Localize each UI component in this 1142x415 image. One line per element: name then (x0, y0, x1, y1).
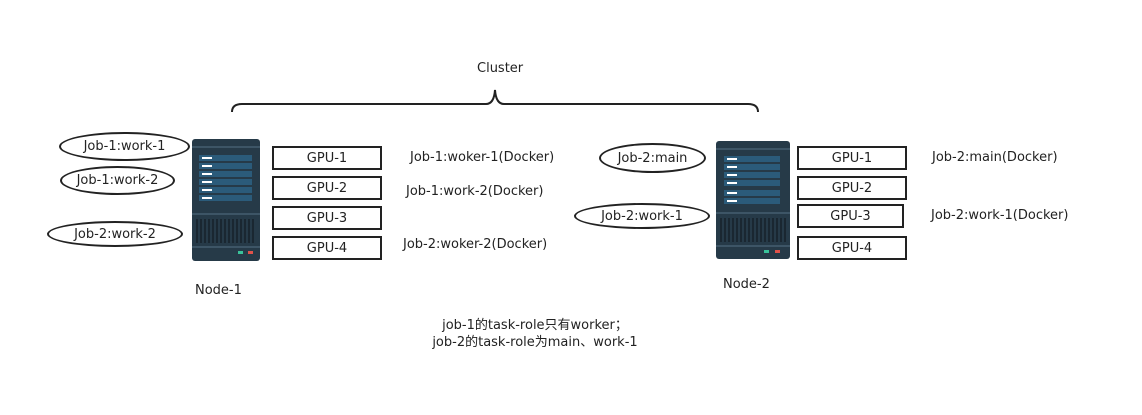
gpu-box-node2-1: GPU-1 (797, 146, 907, 170)
gpu-label: GPU-3 (830, 208, 871, 224)
task-label: Job-2:work-1 (601, 208, 683, 224)
node-label-node1: Node-1 (195, 283, 242, 298)
task-label: Job-1:work-2 (76, 173, 159, 188)
brace-path (231, 89, 759, 113)
assignment-label-node1-3: Job-2:woker-2(Docker) (403, 237, 548, 252)
gpu-label: GPU-2 (831, 180, 873, 196)
gpu-label: GPU-2 (306, 180, 348, 196)
task-label: Job-1:work-1 (83, 139, 166, 154)
task-label: Job-2:work-2 (74, 226, 156, 242)
task-ellipse-node2-2: Job-2:work-1 (574, 203, 710, 229)
assignment-label-node1-2: Job-1:work-2(Docker) (406, 184, 544, 199)
task-label: Job-2:main (617, 150, 688, 166)
node-label-node2: Node-2 (723, 277, 770, 292)
cluster-title: Cluster (477, 61, 524, 76)
gpu-box-node1-3: GPU-3 (272, 206, 382, 230)
gpu-box-node1-4: GPU-4 (272, 236, 382, 260)
gpu-label: GPU-4 (831, 240, 873, 256)
note-line-1: job-1的task-role只有worker； (442, 318, 628, 333)
assignment-label-node2-1: Job-2:main(Docker) (932, 150, 1058, 165)
task-ellipse-node2-1: Job-2:main (599, 143, 706, 173)
gpu-label: GPU-1 (831, 150, 873, 166)
gpu-label: GPU-4 (306, 240, 348, 256)
gpu-box-node1-1: GPU-1 (272, 146, 382, 170)
task-ellipse-node1-3: Job-2:work-2 (47, 221, 183, 247)
assignment-label-node2-2: Job-2:work-1(Docker) (931, 208, 1069, 223)
note-line-2: job-2的task-role为main、work-1 (432, 335, 638, 350)
gpu-box-node2-4: GPU-4 (797, 236, 907, 260)
assignment-label-node1-1: Job-1:woker-1(Docker) (410, 150, 555, 165)
task-ellipse-node1-1: Job-1:work-1 (59, 132, 190, 161)
gpu-label: GPU-1 (306, 150, 348, 166)
task-ellipse-node1-2: Job-1:work-2 (60, 166, 175, 195)
note-text: job-1的task-role只有worker； job-2的task-role… (380, 317, 690, 351)
gpu-box-node2-3: GPU-3 (797, 204, 904, 228)
gpu-box-node2-2: GPU-2 (797, 176, 907, 200)
gpu-label: GPU-3 (306, 210, 348, 226)
gpu-box-node1-2: GPU-2 (272, 176, 382, 200)
